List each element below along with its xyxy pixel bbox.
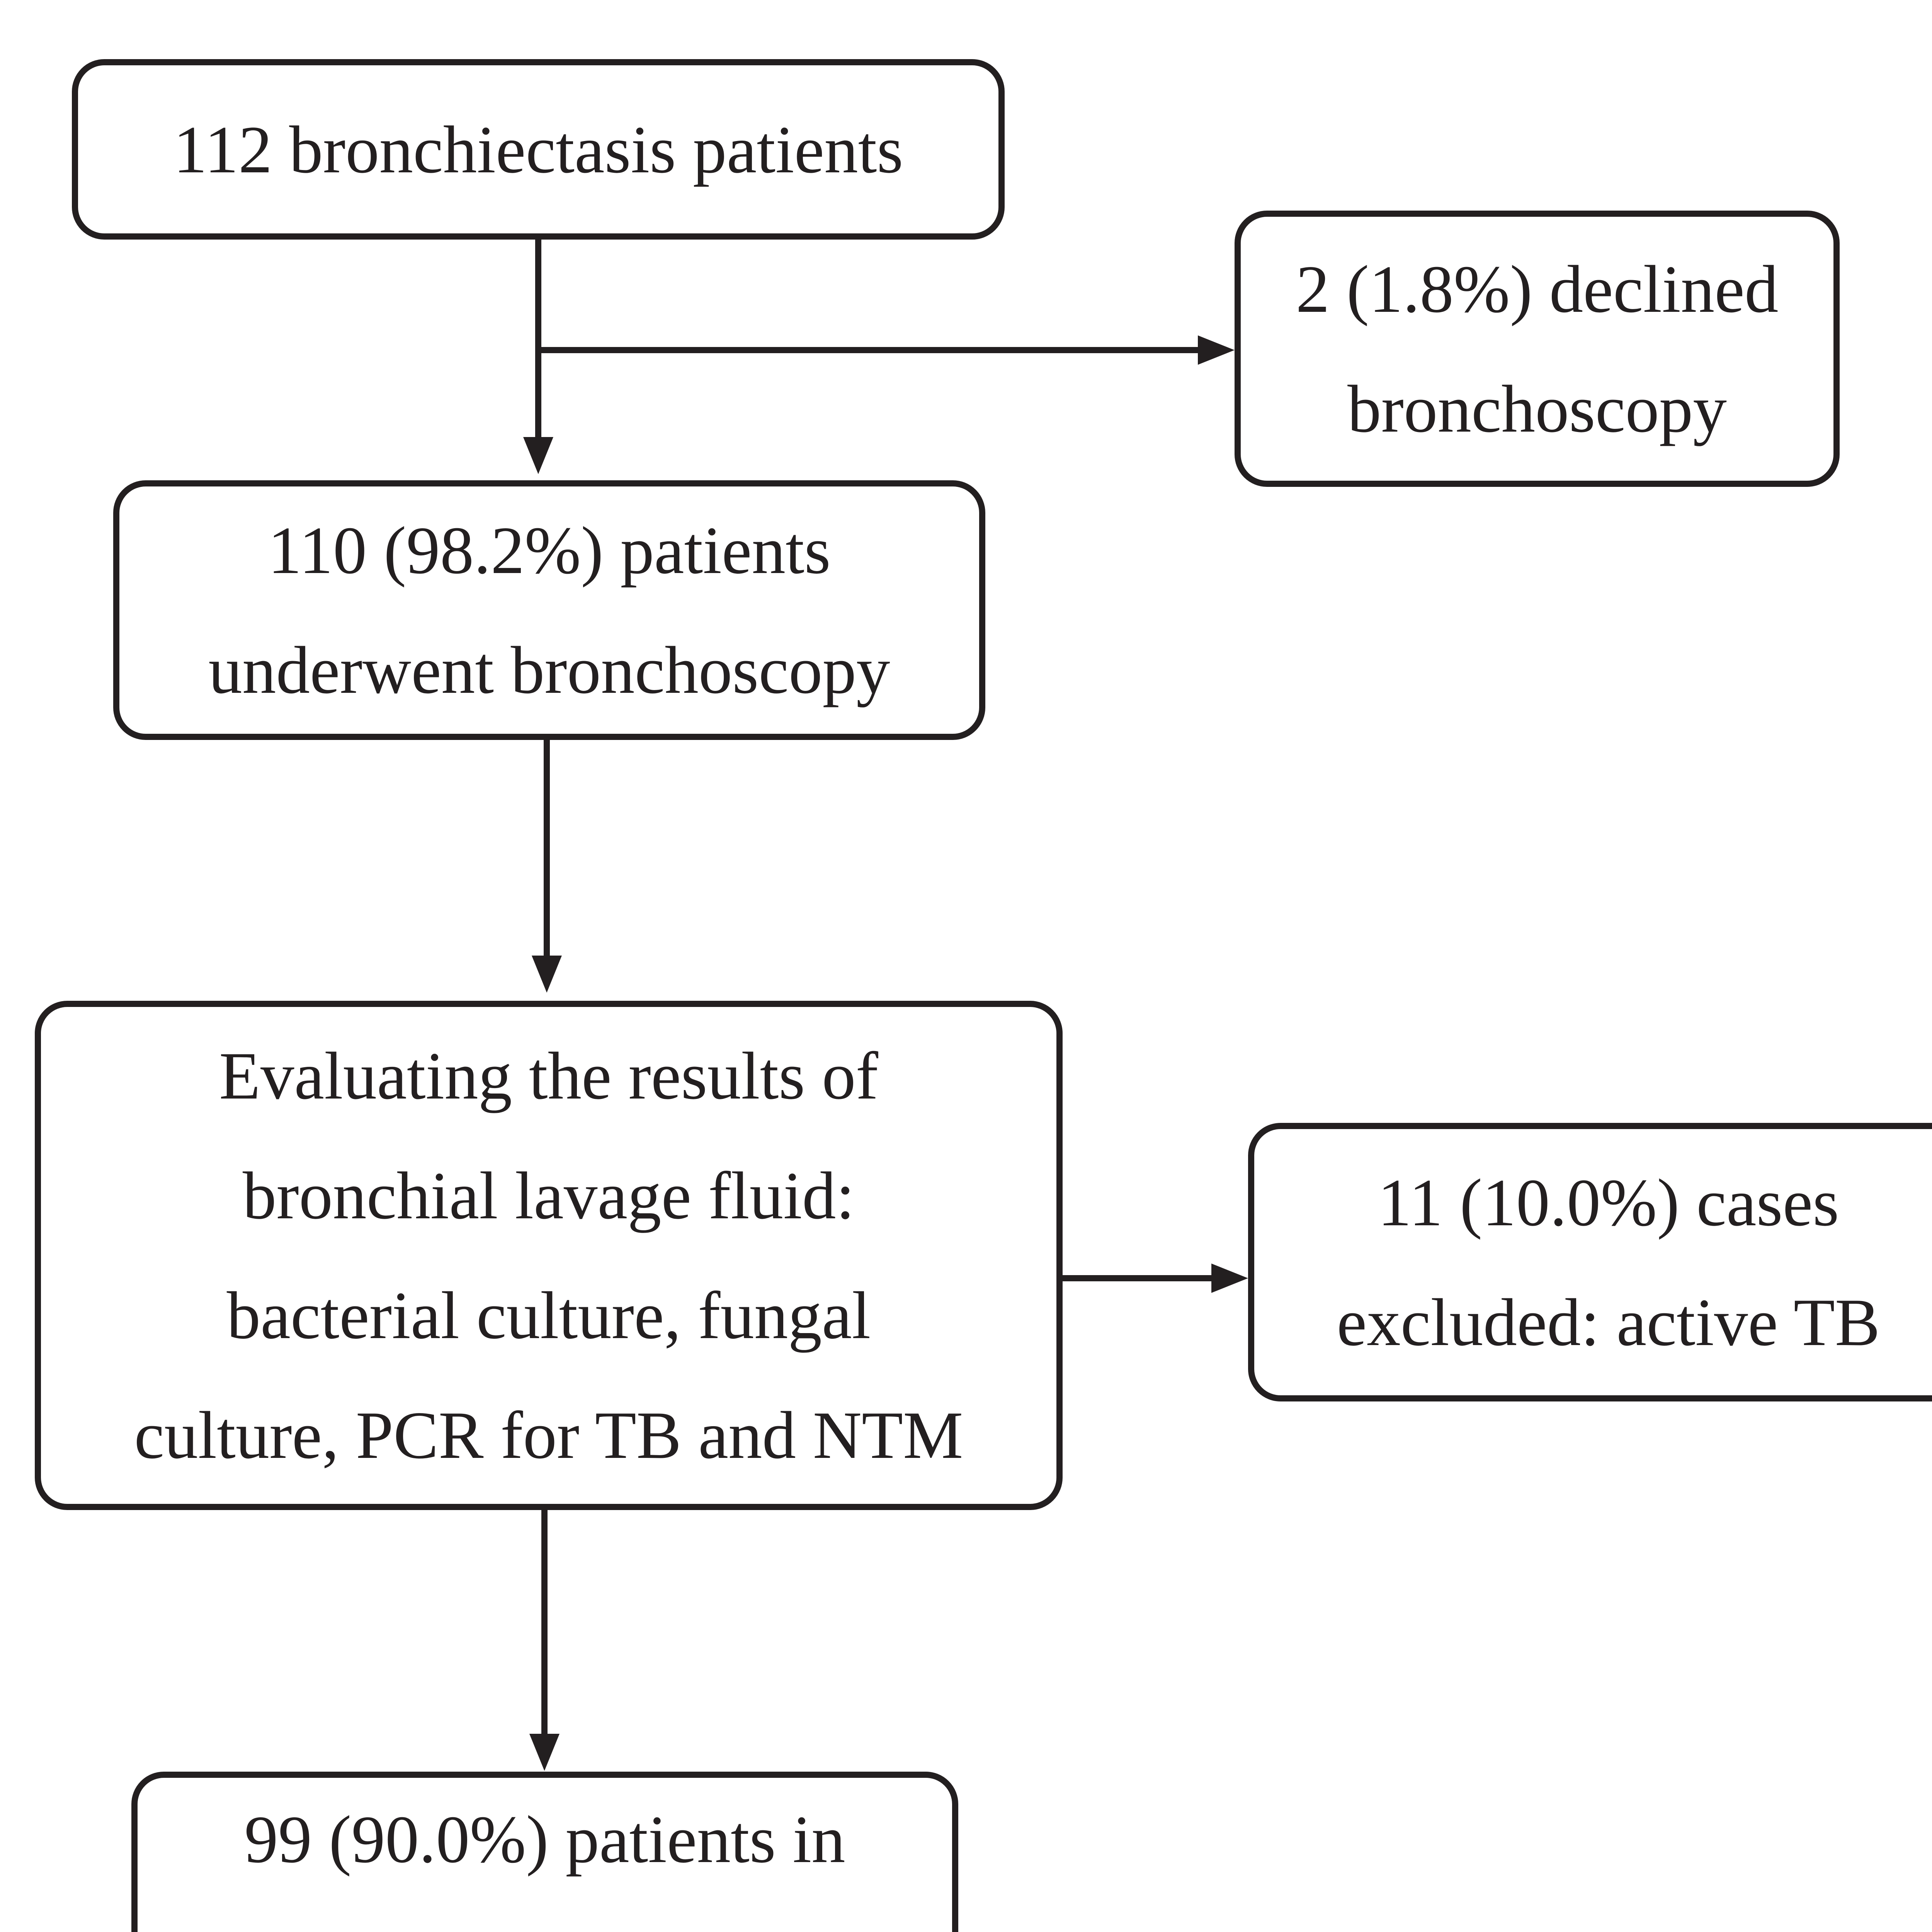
flow-box-text-line: 2 (1.8%) declined	[1296, 251, 1779, 327]
flow-box-text-line: 11 (10.0%) cases	[1378, 1165, 1839, 1240]
flow-box-underwent-bronchoscopy: 110 (98.2%) patients underwent bronchosc…	[113, 480, 985, 740]
flow-box-lavage-evaluation: Evaluating the results of bronchial lava…	[35, 1001, 1063, 1510]
flow-box-text-line: underwent bronchoscopy	[208, 633, 890, 707]
connector-underwent-to-evaluation	[544, 739, 550, 956]
arrowhead-down-icon	[523, 437, 553, 474]
arrowhead-down-icon	[532, 956, 562, 993]
flow-box-final-analysis: 99 (90.0%) patients in the final analysi…	[131, 1772, 958, 1932]
arrowhead-down-icon	[529, 1734, 560, 1771]
arrowhead-right-icon	[1198, 335, 1235, 365]
flow-box-text-line: bronchoscopy	[1347, 371, 1727, 446]
flow-box-text-line: bacterial culture, fungal	[226, 1278, 871, 1353]
flow-box-total-patients: 112 bronchiectasis patients	[72, 59, 1005, 240]
flow-box-text-line: 112 bronchiectasis patients	[173, 112, 903, 187]
connector-branch-to-declined	[538, 347, 1198, 353]
flow-box-text-line: bronchial lavage fluid:	[242, 1158, 855, 1233]
flow-box-text-line: excluded: active TB	[1337, 1284, 1880, 1360]
flow-box-text-line: culture, PCR for TB and NTM	[134, 1398, 963, 1473]
flow-box-declined-bronchoscopy: 2 (1.8%) declined bronchoscopy	[1235, 211, 1840, 487]
flow-box-text-line: 99 (90.0%) patients in	[244, 1802, 845, 1877]
connector-branch-to-excluded	[1062, 1275, 1211, 1281]
flow-box-text-line: 110 (98.2%) patients	[268, 513, 831, 588]
connector-evaluation-to-final	[541, 1509, 548, 1734]
flow-box-text-line: the final analysis	[316, 1899, 774, 1932]
flow-box-excluded-active-tb: 11 (10.0%) cases excluded: active TB	[1248, 1123, 1932, 1401]
flow-box-text-line: Evaluating the results of	[219, 1038, 878, 1113]
connector-total-to-underwent	[535, 240, 541, 439]
arrowhead-right-icon	[1211, 1264, 1248, 1293]
